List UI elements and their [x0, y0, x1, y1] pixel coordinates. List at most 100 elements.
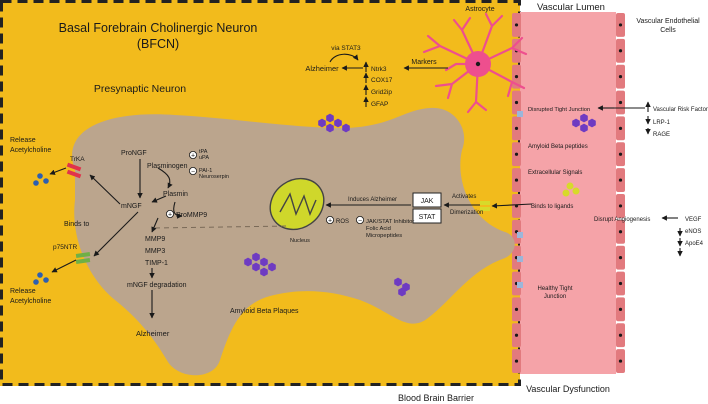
amyloid-beta-peptide-clusters [244, 113, 596, 297]
endothelial-cell-nucleus [618, 49, 623, 53]
plasminogen-label: Plasminogen [147, 163, 188, 170]
timp1-label: TIMP-1 [145, 260, 168, 267]
endothelial-cells-right [616, 13, 625, 373]
trka-receptor [66, 162, 82, 179]
amyloid-beta-hexagon [244, 257, 252, 267]
endothelial-cell-nucleus [514, 152, 519, 156]
endothelial-cell-nucleus [618, 230, 623, 234]
disrupted-tight-junction-label: Disrupted Tight Junction [528, 107, 590, 113]
release-ach-top-line-1: Release [10, 137, 36, 144]
astrocyte-nucleus [475, 61, 481, 67]
binds-to-ligands-label: Binds to ligands [531, 204, 573, 210]
amyloid-beta-hexagon [252, 252, 260, 262]
plus-sign-tpa: + [191, 153, 195, 160]
endothelial-cell-nucleus [618, 152, 623, 156]
amyloid-beta-hexagon [260, 257, 268, 267]
jak-inhibitor-line-1: JAK/STAT Inhibitor [366, 219, 414, 225]
ligand-cluster [562, 182, 580, 197]
endothelial-cell-nucleus [618, 75, 623, 79]
amyloid-beta-hexagon [334, 118, 342, 128]
release-ach-top-line-2: Acetylcholine [10, 147, 51, 154]
soma-dashed-line [154, 225, 291, 229]
jak-receptor-on-membrane [480, 201, 490, 211]
endothelial-cell-nucleus [514, 359, 519, 363]
alzheimer-bottom-label: Alzheimer [136, 329, 170, 338]
marker-gfap: GFAP [371, 101, 388, 108]
tpa-label: tPA [199, 149, 208, 155]
alzheimer-top-label: Alzheimer [305, 64, 339, 73]
jak-inhibitor-line-2: Folic Acid [366, 226, 391, 232]
upa-label: uPA [199, 155, 209, 161]
minus-sign-pai: − [191, 169, 195, 176]
presynaptic-neuron-label: Presynaptic Neuron [94, 83, 186, 95]
binds-to-label: Binds to [64, 221, 89, 228]
endothelial-cell-nucleus [618, 178, 623, 182]
enos-label: eNOS [685, 229, 701, 235]
jak-label: JAK [421, 198, 434, 205]
dimerization-label: Dimerization [450, 210, 483, 216]
pai1-label: PAI-1 [199, 168, 212, 174]
p75ntr-label: p75NTR [53, 244, 78, 251]
amyloid-beta-hexagon [260, 267, 268, 277]
vegf-label: VEGF [685, 217, 702, 223]
release-ach-bottom-line-1: Release [10, 288, 36, 295]
bfcn-title-line-1: Basal Forebrain Cholinergic Neuron [59, 21, 258, 35]
minus-sign-jak-inhibitor: − [358, 218, 362, 225]
endothelial-cell-nucleus [514, 100, 519, 105]
amyloid-beta-hexagon [394, 277, 402, 287]
presynaptic-neuron-body [72, 107, 515, 376]
vascular-risk-factor-label: Vascular Risk Factor [653, 107, 708, 113]
plasmin-label: Plasmin [163, 191, 188, 198]
endothelial-cell-nucleus [514, 75, 519, 79]
mmp9-label: MMP9 [145, 236, 165, 243]
endothelial-cell-nucleus [514, 307, 519, 311]
amyloid-beta-plaques-label: Amyloid Beta Plaques [230, 308, 299, 315]
mmp3-label: MMP3 [145, 248, 165, 255]
vascular-endothelial-label-1: Vascular Endothelial [636, 18, 700, 25]
amyloid-beta-hexagon [580, 113, 588, 123]
vascular-dysfunction-label: Vascular Dysfunction [526, 384, 610, 394]
endothelial-cell-nucleus [514, 178, 519, 182]
stat-label: STAT [419, 214, 437, 221]
endothelial-cell-nucleus [618, 359, 623, 363]
p75ntr-receptor [75, 252, 91, 264]
amyloid-beta-hexagon [326, 123, 334, 133]
neuroserpin-label: Neuroserpin [199, 174, 229, 180]
endothelial-cell-nucleus [618, 281, 623, 286]
prommp9-label: ProMMP9 [176, 212, 207, 219]
endothelial-cell-nucleus [618, 333, 623, 337]
lrp1-label: LRP-1 [653, 120, 671, 126]
acetylcholine-dots-top [33, 173, 49, 186]
jak-box [412, 192, 442, 208]
endothelial-cell-nucleus [618, 100, 623, 105]
marker-grid2ip: Grid2ip [371, 89, 392, 96]
healthy-tight-junction-line-1: Healthy Tight [537, 286, 572, 292]
amyloid-beta-hexagon [588, 118, 596, 128]
plus-sign-plasmin: + [168, 212, 172, 219]
acetylcholine-dots-bottom [33, 272, 49, 285]
amyloid-beta-hexagon [326, 113, 334, 123]
amyloid-beta-peptides-label: Amyloid Beta peptides [528, 144, 588, 150]
endothelial-cell-nucleus [618, 23, 623, 27]
prongf-label: ProNGF [121, 150, 147, 157]
via-stat3-label: via STAT3 [331, 45, 361, 52]
marker-ntrk3: Ntrk3 [371, 66, 387, 73]
mitochondria-nucleus [269, 177, 325, 231]
healthy-tight-junction-line-2: Junction [544, 294, 566, 300]
release-ach-bottom-line-2: Acetylcholine [10, 298, 51, 305]
amyloid-beta-hexagon [398, 287, 406, 297]
astrocyte-label: Astrocyte [465, 6, 494, 13]
endothelial-cell-nucleus [514, 333, 519, 337]
endothelial-cells-left [512, 13, 521, 373]
endothelial-cell-nucleus [618, 204, 623, 208]
pathway-arrows [49, 53, 683, 319]
endothelial-cell-nucleus [618, 126, 623, 130]
induces-alzheimer-label: Induces Alzheimer [348, 197, 397, 203]
blood-brain-barrier-label: Blood Brain Barrier [398, 393, 474, 403]
mngf-degradation-label: mNGF degradation [127, 282, 187, 289]
endothelial-cell-nucleus [514, 126, 519, 130]
stat-box [412, 208, 442, 224]
nucleus-label: Nucleus [290, 238, 310, 244]
